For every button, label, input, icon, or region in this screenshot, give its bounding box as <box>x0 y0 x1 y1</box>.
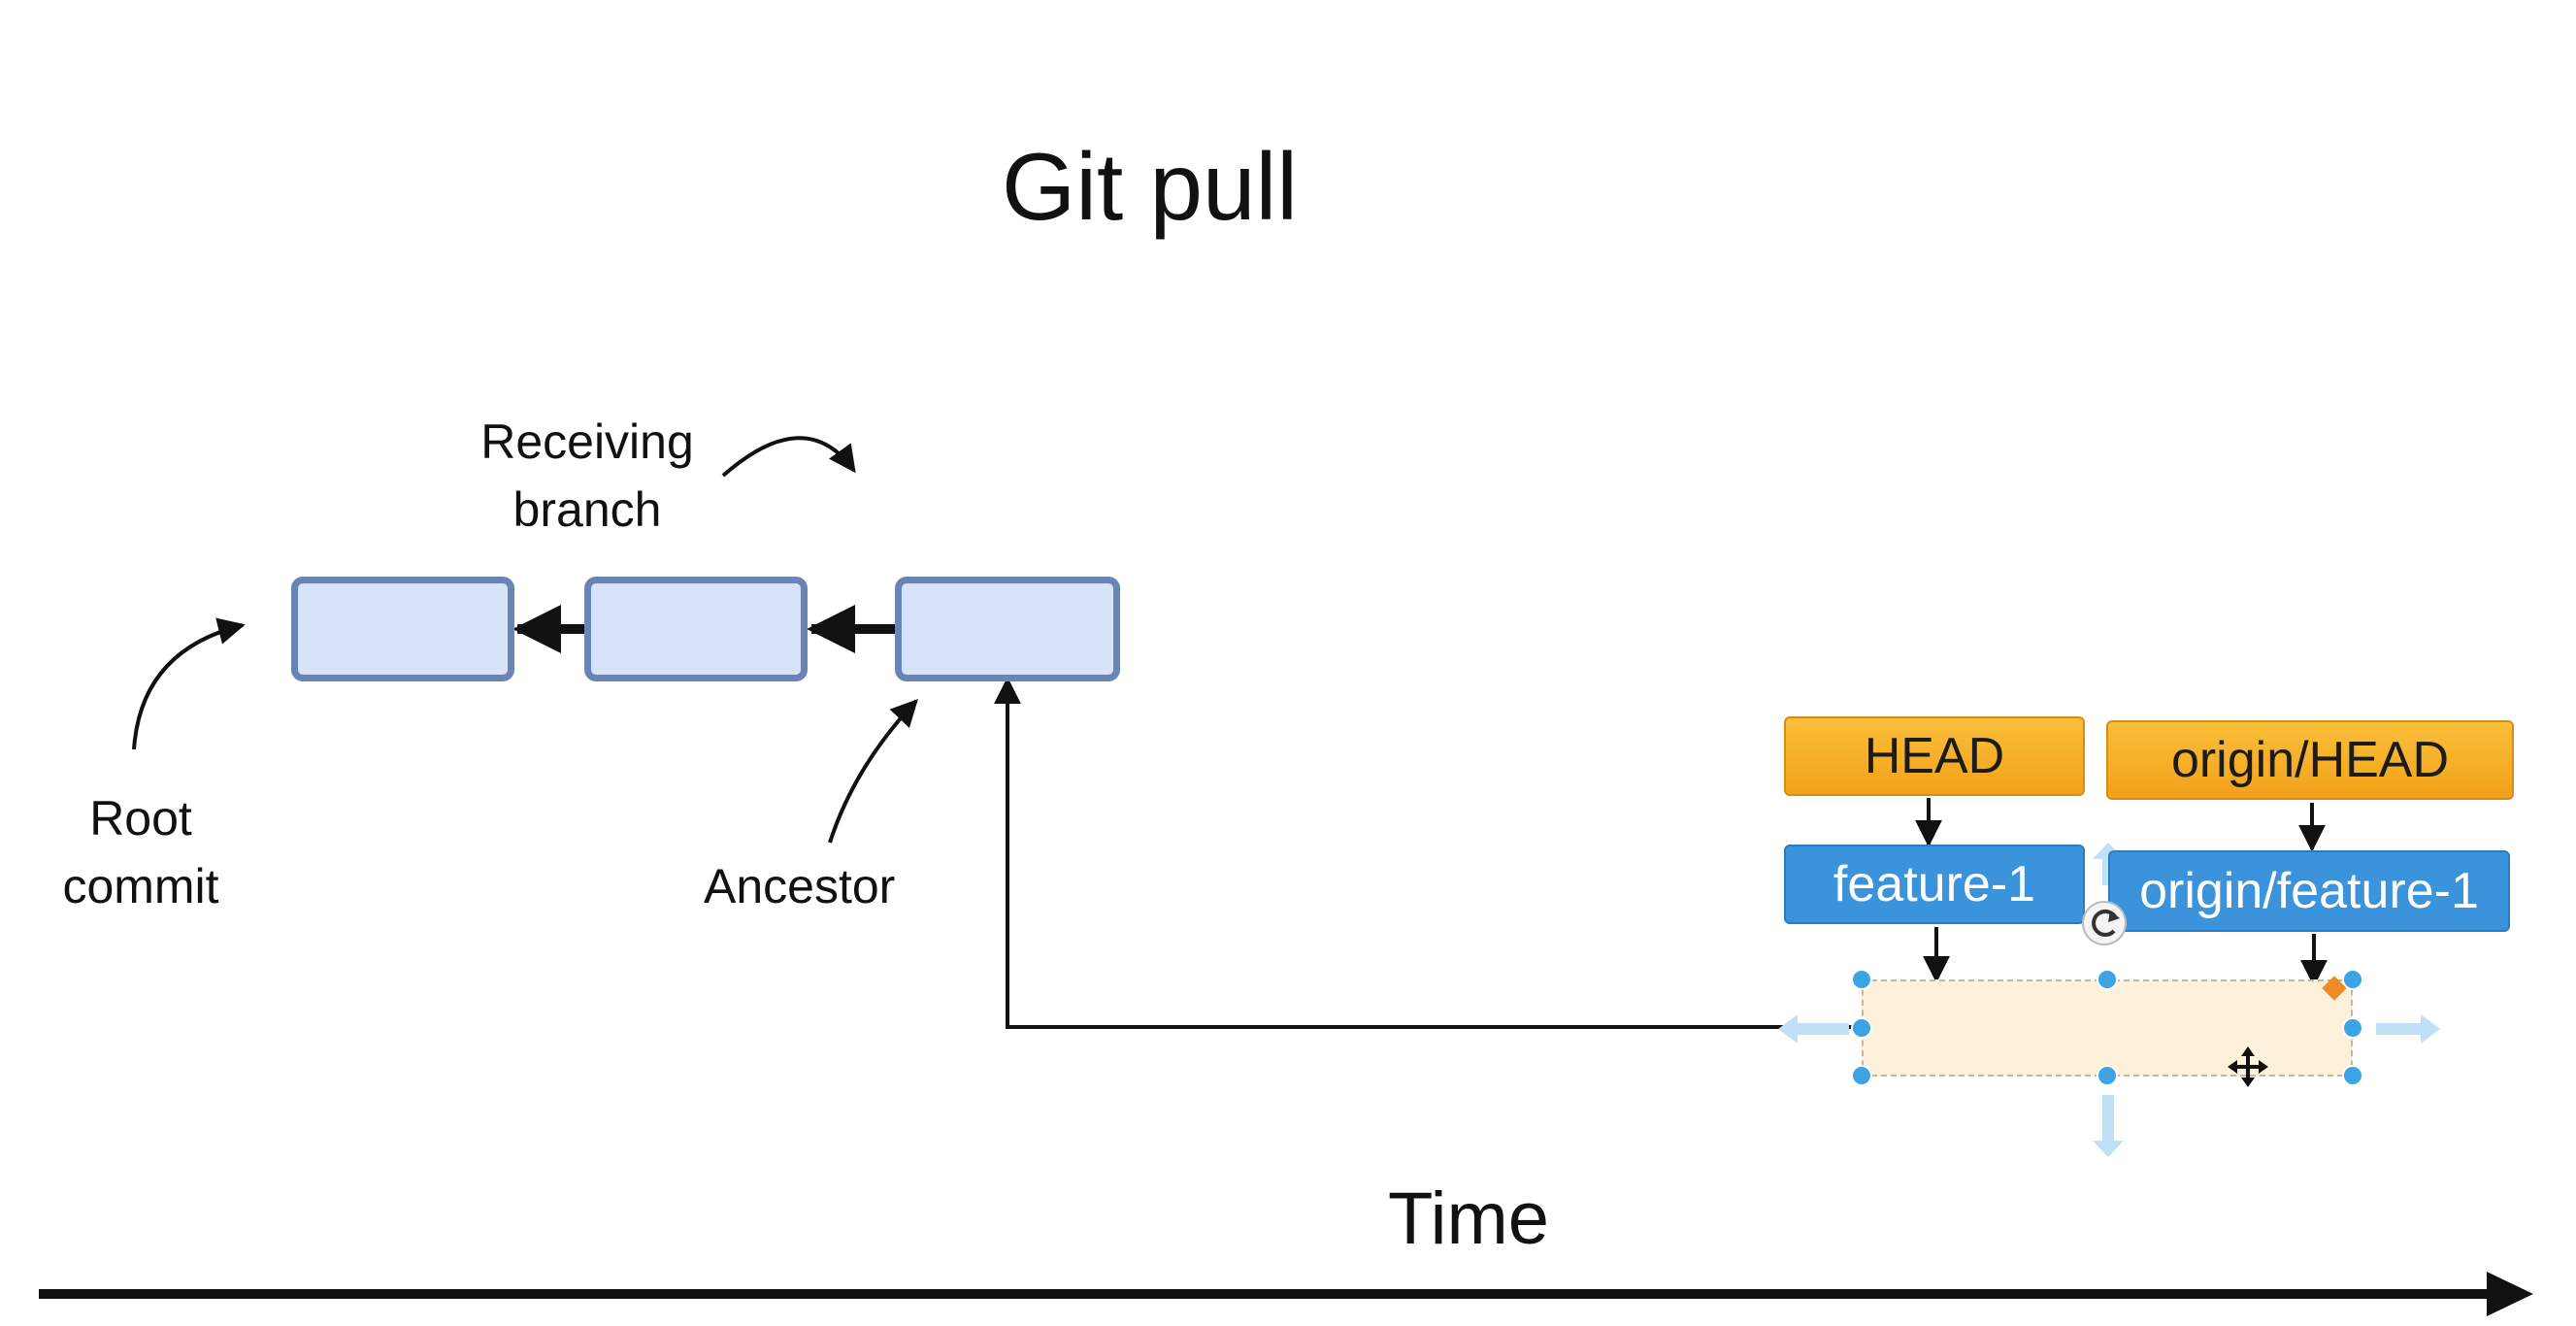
time-axis-label: Time <box>1388 1177 1550 1260</box>
head-tag-label: HEAD <box>1864 728 2005 784</box>
new-commit-parent-arrow <box>994 677 1864 1029</box>
resize-handle-bottom[interactable] <box>2097 1065 2118 1086</box>
root-commit-box[interactable] <box>291 577 514 681</box>
receiving-branch-pointer-arrow <box>721 436 856 478</box>
origin-head-tag-label: origin/HEAD <box>2170 732 2450 788</box>
resize-handle-bottom-right[interactable] <box>2342 1065 2363 1086</box>
resize-handle-left[interactable] <box>1851 1017 1872 1039</box>
resize-handle-right[interactable] <box>2342 1017 2363 1039</box>
feature-branch-tag[interactable]: feature-1 <box>1784 845 2085 924</box>
ancestor-label: Ancestor <box>704 859 896 913</box>
slide-title: Git pull <box>1002 133 1299 240</box>
root-commit-pointer-arrow <box>132 617 246 750</box>
ancestor-pointer-arrow <box>828 698 918 844</box>
resize-handle-bottom-left[interactable] <box>1851 1065 1872 1086</box>
origin-feature-branch-tag-label: origin/feature-1 <box>2139 863 2479 919</box>
head-tag[interactable]: HEAD <box>1784 716 2085 796</box>
root-commit-label: Root commit <box>62 791 219 913</box>
resize-handle-top[interactable] <box>2097 969 2118 990</box>
origin-head-tag[interactable]: origin/HEAD <box>2106 720 2514 800</box>
new-commit-box-selected[interactable] <box>1862 979 2353 1077</box>
resize-handle-top-right[interactable] <box>2342 969 2363 990</box>
resize-handle-top-left[interactable] <box>1851 969 1872 990</box>
ancestor-commit-box[interactable] <box>895 577 1120 681</box>
feature-branch-tag-label: feature-1 <box>1833 856 2036 912</box>
origin-feature-branch-tag[interactable]: origin/feature-1 <box>2108 850 2510 932</box>
middle-commit-box[interactable] <box>584 577 808 681</box>
receiving-branch-label: Receiving branch <box>480 414 694 537</box>
time-axis-arrowhead <box>2487 1272 2533 1316</box>
